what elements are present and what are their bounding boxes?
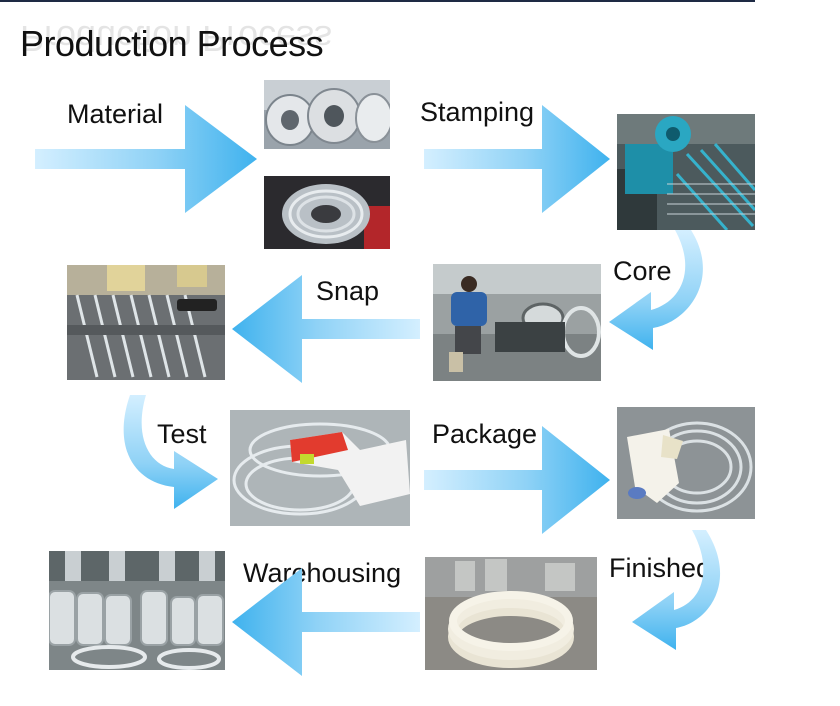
arrow-core-curved	[609, 230, 703, 350]
photo-finished-product	[425, 557, 597, 670]
arrow-package-right	[424, 426, 610, 534]
photo-material-steel-coils	[264, 80, 390, 149]
step-label-stamping: Stamping	[420, 97, 535, 127]
arrow-snap-left	[232, 275, 420, 383]
photo-stamping-machine	[617, 114, 755, 230]
photo-package-wrapping	[617, 407, 755, 519]
photo-test-inspection	[230, 410, 410, 526]
photo-warehousing-storage	[49, 551, 225, 670]
arrow-finished-curved	[632, 530, 721, 650]
top-border-line	[0, 0, 755, 2]
photo-material-wire-coil	[264, 176, 390, 249]
step-label-package: Package	[432, 419, 538, 449]
arrow-warehousing-left	[232, 568, 420, 676]
photo-snap-cutting	[67, 265, 225, 380]
arrow-stamping-right	[424, 105, 610, 213]
arrow-material-right	[35, 105, 257, 213]
step-label-snap: Snap	[316, 276, 380, 306]
step-label-finished: Finished	[609, 553, 712, 583]
step-label-core: Core	[613, 256, 672, 286]
step-label-test: Test	[157, 419, 207, 449]
page-title: Production Process	[20, 23, 324, 64]
photo-core-worker	[433, 264, 601, 381]
step-label-material: Material	[67, 99, 164, 129]
arrow-test-curved	[123, 395, 218, 509]
step-label-warehousing: Warehousing	[243, 558, 402, 588]
